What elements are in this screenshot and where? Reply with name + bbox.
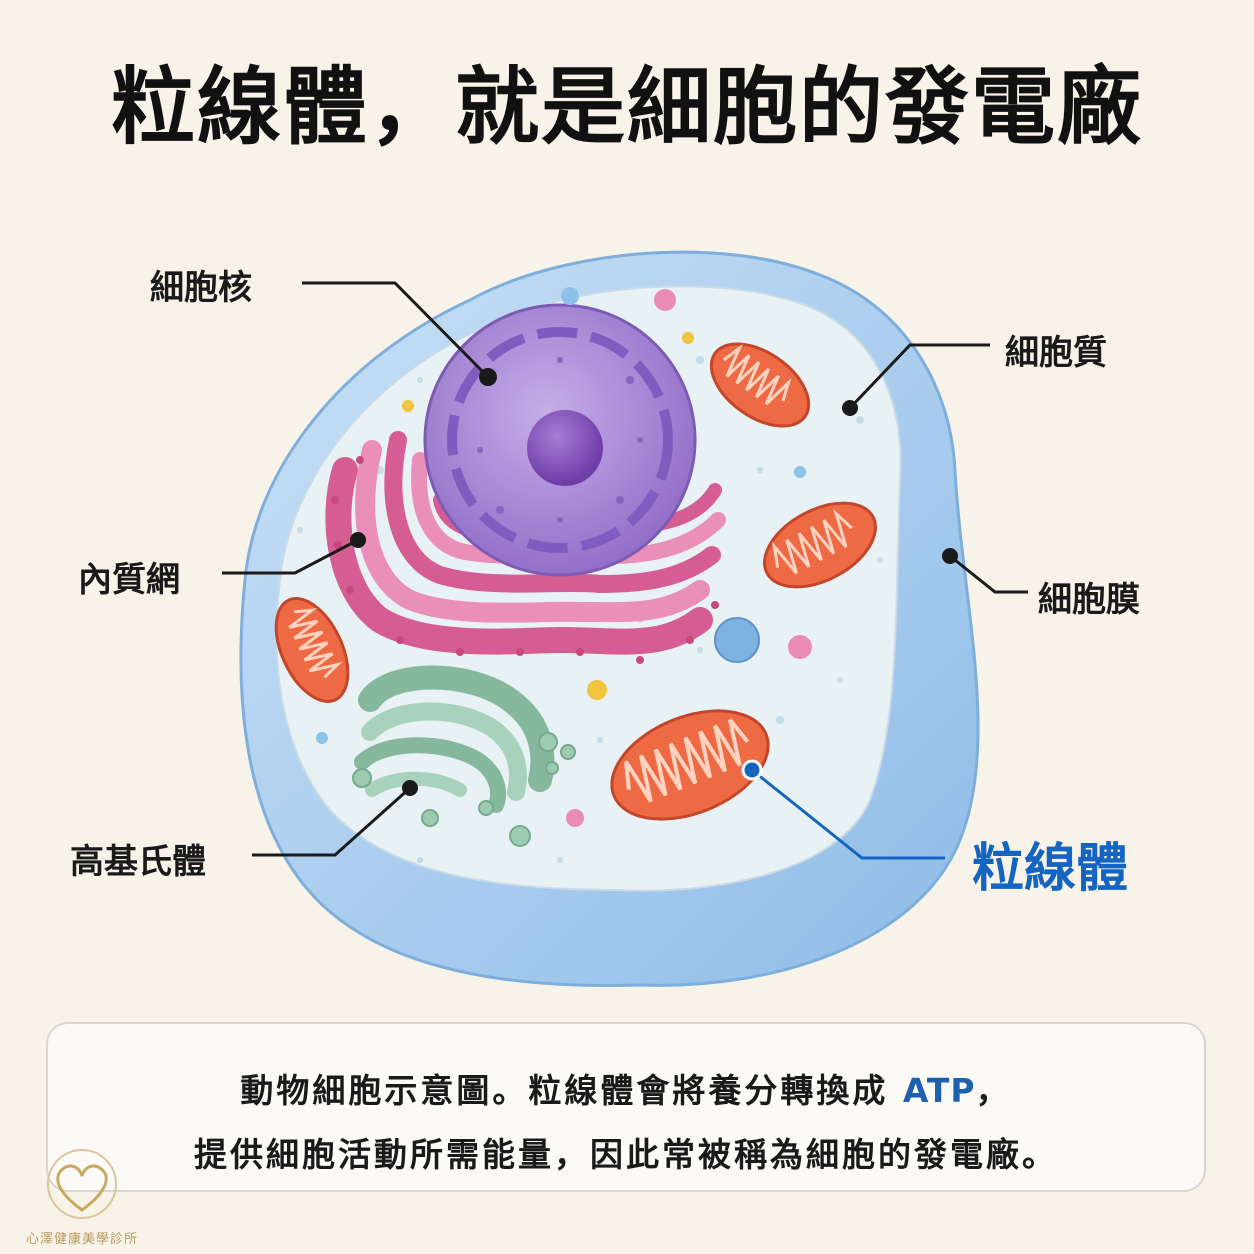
mitochondrion-right <box>763 501 877 589</box>
heart-logo-icon <box>47 1149 117 1219</box>
leader-er <box>222 538 359 575</box>
leader-dots <box>350 368 958 796</box>
leader-membrane <box>949 554 1028 594</box>
nucleus-inner-envelope <box>447 327 673 553</box>
caption-atp: ATP <box>902 1071 976 1110</box>
mitochondrion-top-right <box>709 342 811 428</box>
vesicles <box>316 287 812 827</box>
golgi-vesicles <box>352 732 576 847</box>
label-membrane: 細胞膜 <box>1038 580 1140 620</box>
leader-cytoplasm <box>848 343 990 410</box>
caption-line-1-suffix: ， <box>975 1071 1012 1110</box>
caption-line-1-prefix: 動物細胞示意圖。粒線體會將養分轉換成 <box>240 1071 903 1110</box>
golgi-apparatus <box>354 665 555 813</box>
er-ribosomes <box>331 456 719 664</box>
clinic-name: 心澤健康美學診所 <box>25 1232 138 1247</box>
leader-lines <box>222 281 1028 860</box>
leader-nucleus <box>302 281 490 379</box>
leader-mitochondria <box>751 768 945 860</box>
leader-golgi <box>252 786 411 857</box>
page-title: 粒線體，就是細胞的發電廠 <box>110 58 1143 156</box>
label-mitochondria: 粒線體 <box>972 839 1129 899</box>
label-nucleus: 細胞核 <box>150 268 252 308</box>
mitochondrion-highlighted <box>610 709 770 821</box>
clinic-logo: 心澤健康美學診所 <box>22 1140 142 1250</box>
label-er: 內質網 <box>78 560 180 600</box>
mitochondrion-left <box>274 597 350 703</box>
caption-box: 動物細胞示意圖。粒線體會將養分轉換成 ATP， 提供細胞活動所需能量，因此常被稱… <box>46 1022 1206 1192</box>
label-golgi: 高基氏體 <box>70 842 206 882</box>
caption-line-1: 動物細胞示意圖。粒線體會將養分轉換成 ATP， <box>48 1064 1204 1112</box>
nucleolus <box>527 410 603 486</box>
caption-line-2: 提供細胞活動所需能量，因此常被稱為細胞的發電廠。 <box>194 1135 1058 1174</box>
label-cytoplasm: 細胞質 <box>1005 333 1107 373</box>
